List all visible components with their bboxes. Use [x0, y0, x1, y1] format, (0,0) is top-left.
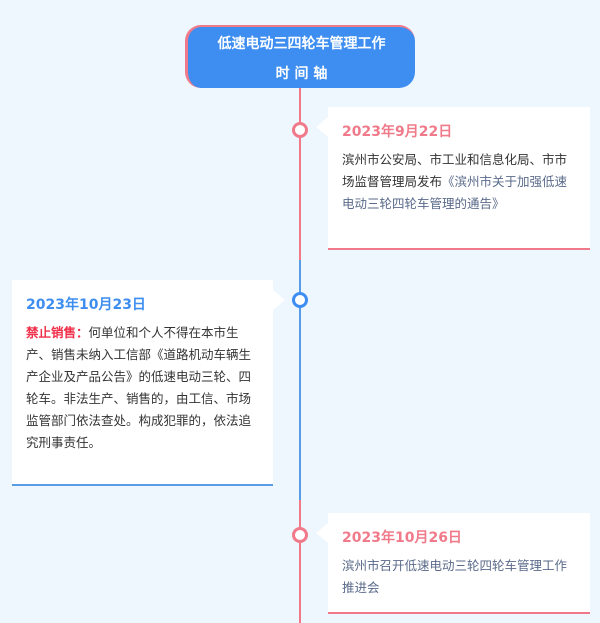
event-description: 滨州市召开低速电动三轮四轮车管理工作推进会: [342, 558, 568, 595]
event-card: 2023年10月26日 滨州市召开低速电动三轮四轮车管理工作推进会: [316, 513, 590, 614]
title-line-2: 时 间 轴: [275, 66, 328, 82]
event-card: 2023年10月23日 禁止销售：何单位和个人不得在本市生产、销售未纳入工信部《…: [12, 280, 285, 486]
timeline-dot: [292, 122, 308, 138]
event-label: 禁止销售：: [26, 325, 89, 340]
event-date: 2023年9月22日: [342, 124, 453, 140]
event-card: 2023年9月22日 滨州市公安局、市工业和信息化局、市市场监督管理局发布《滨州…: [316, 107, 590, 250]
event-date: 2023年10月26日: [342, 530, 462, 546]
notice-title: 《滨州市关于加强低速电动三轮四轮车管理的通告》: [342, 174, 568, 211]
timeline-line-segment: [299, 88, 301, 260]
timeline-line-segment: [299, 500, 301, 623]
event-date: 2023年10月23日: [26, 297, 146, 313]
title-line-1: 低速电动三四轮车管理工作: [217, 36, 386, 52]
event-description: 滨州市公安局、市工业和信息化局、市市场监督管理局发布: [342, 152, 568, 189]
event-text: 禁止销售：何单位和个人不得在本市生产、销售未纳入工信部《道路机动车辆生产企业及产…: [26, 322, 259, 454]
card-pointer: [316, 117, 328, 137]
timeline-title: 低速电动三四轮车管理工作 时 间 轴: [185, 25, 415, 88]
card-pointer: [273, 290, 285, 310]
timeline-dot: [292, 292, 308, 308]
event-description: 何单位和个人不得在本市生产、销售未纳入工信部《道路机动车辆生产企业及产品公告》的…: [26, 325, 252, 450]
card-pointer: [316, 523, 328, 543]
timeline-dot: [292, 527, 308, 543]
timeline-line-segment: [299, 260, 301, 500]
event-text: 滨州市公安局、市工业和信息化局、市市场监督管理局发布《滨州市关于加强低速电动三轮…: [342, 149, 576, 215]
